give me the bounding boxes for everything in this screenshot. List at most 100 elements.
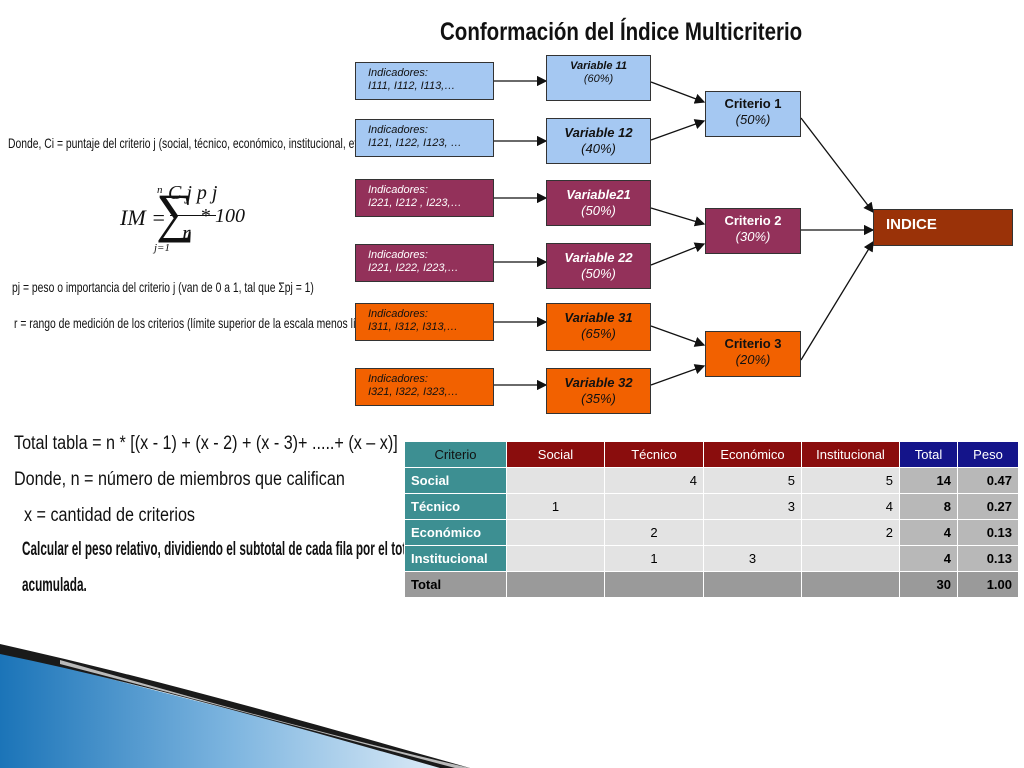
formula-n: n — [157, 184, 163, 196]
indicator-label: Indicadores: — [368, 249, 428, 261]
table-cell: 4 — [801, 493, 900, 520]
table-cell: 3 — [703, 545, 802, 572]
variable-name: Variable 12 — [564, 125, 633, 140]
indicator-box-4: Indicadores: I221, I222, I223,… — [355, 244, 494, 282]
indice-box: INDICE — [873, 209, 1013, 246]
formula-sum: ∑ — [156, 183, 195, 243]
header-institucional: Institucional — [801, 441, 900, 468]
variable-box-22: Variable 22 (50%) — [546, 243, 651, 289]
variable-pct: (65%) — [581, 326, 616, 341]
decorative-swoosh — [0, 644, 470, 768]
header-criterio: Criterio — [404, 441, 507, 468]
arrow-var11-crit1 — [650, 81, 706, 104]
indicator-items: I221, I212 , I223,… — [368, 197, 462, 209]
table-cell: 5 — [801, 467, 900, 494]
header-total: Total — [899, 441, 958, 468]
variable-box-32: Variable 32 (35%) — [546, 368, 651, 414]
indicator-box-5: Indicadores: I311, I312, I313,… — [355, 303, 494, 341]
variable-box-21: Variable21 (50%) — [546, 180, 651, 226]
formula-denominator: r — [182, 220, 191, 245]
variable-name: Variable 22 — [564, 250, 633, 265]
row-peso: 0.13 — [957, 519, 1019, 546]
variable-box-11: Variable 11 (60%) — [546, 55, 651, 101]
fraction-bar — [170, 215, 216, 216]
row-total: 14 — [899, 467, 958, 494]
arrow-crit1-indice — [800, 117, 874, 214]
table-cell — [703, 571, 802, 598]
arrow-var22-crit2 — [650, 242, 706, 266]
criterio-name: Criterio 1 — [724, 96, 782, 111]
table-cell: 2 — [801, 519, 900, 546]
calc-instruction-1: Calcular el peso relativo, dividiendo el… — [22, 539, 485, 560]
row-total: 8 — [899, 493, 958, 520]
indicator-box-1: Indicadores: I111, I112, I113,… — [355, 62, 494, 100]
table-cell: 5 — [703, 467, 802, 494]
total-label: Total — [404, 571, 507, 598]
row-peso: 0.47 — [957, 467, 1019, 494]
table-cell: 1 — [604, 545, 704, 572]
donde-n-text: Donde, n = número de miembros que califi… — [14, 469, 345, 490]
row-label: Social — [404, 467, 507, 494]
variable-name: Variable21 — [566, 187, 631, 202]
criterio-pct: (50%) — [735, 112, 771, 127]
indicator-box-6: Indicadores: I321, I322, I323,… — [355, 368, 494, 406]
indicator-items: I321, I322, I323,… — [368, 386, 459, 398]
table-cell — [801, 545, 900, 572]
variable-pct: (40%) — [581, 141, 616, 156]
row-peso: 0.13 — [957, 545, 1019, 572]
indicator-items: I121, I122, I123, … — [368, 137, 462, 149]
variable-pct: (50%) — [581, 203, 616, 218]
criterio-box-1: Criterio 1 (50%) — [705, 91, 801, 137]
table-cell — [604, 493, 704, 520]
grand-peso: 1.00 — [957, 571, 1019, 598]
table-cell — [506, 519, 605, 546]
table-cell — [506, 571, 605, 598]
formula-numerator: C j p j — [168, 182, 218, 204]
arrow-var31-crit3 — [650, 325, 706, 347]
table-cell — [506, 467, 605, 494]
table-header-row: Criterio Social Técnico Económico Instit… — [404, 441, 1019, 468]
header-economico: Económico — [703, 441, 802, 468]
table-cell: 1 — [506, 493, 605, 520]
calc-instruction-2: acumulada. — [22, 575, 87, 596]
variable-box-12: Variable 12 (40%) — [546, 118, 651, 164]
criteria-matrix-table: Criterio Social Técnico Económico Instit… — [404, 441, 1019, 598]
formula-im: IM = — [120, 205, 166, 230]
page-title: Conformación del Índice Multicriterio — [440, 18, 803, 46]
indicator-box-2: Indicadores: I121, I122, I123, … — [355, 119, 494, 157]
table-cell — [801, 571, 900, 598]
indicator-items: I111, I112, I113,… — [368, 80, 456, 92]
donde-ci-text: Donde, Ci = puntaje del criterio j (soci… — [8, 135, 369, 151]
header-tecnico: Técnico — [604, 441, 704, 468]
criterio-box-3: Criterio 3 (20%) — [705, 331, 801, 377]
header-peso: Peso — [957, 441, 1019, 468]
variable-name: Variable 11 — [570, 60, 627, 72]
row-total: 4 — [899, 519, 958, 546]
row-total: 4 — [899, 545, 958, 572]
table-cell — [506, 545, 605, 572]
arrow-var21-crit2 — [650, 207, 706, 227]
row-peso: 0.27 — [957, 493, 1019, 520]
arrow-var12-crit1 — [650, 119, 706, 141]
indicator-label: Indicadores: — [368, 373, 428, 385]
table-row: Social 4 5 5 14 0.47 — [404, 467, 1019, 494]
indicator-items: I311, I312, I313,… — [368, 321, 458, 333]
row-label: Institucional — [404, 545, 507, 572]
table-row: Institucional 1 3 4 0.13 — [404, 545, 1019, 572]
criterio-name: Criterio 2 — [724, 213, 782, 228]
arrow-var32-crit3 — [650, 364, 706, 386]
table-cell: 4 — [604, 467, 704, 494]
table-total-row: Total 30 1.00 — [404, 571, 1019, 598]
table-cell — [703, 519, 802, 546]
variable-pct: (60%) — [583, 73, 614, 85]
criterio-box-2: Criterio 2 (30%) — [705, 208, 801, 254]
grand-total: 30 — [899, 571, 958, 598]
table-cell — [604, 571, 704, 598]
criterio-pct: (30%) — [735, 229, 771, 244]
variable-name: Variable 31 — [564, 310, 633, 325]
x-definition: x = cantidad de criterios — [24, 505, 196, 526]
header-social: Social — [506, 441, 605, 468]
variable-name: Variable 32 — [564, 375, 633, 390]
indicator-label: Indicadores: — [368, 184, 428, 196]
